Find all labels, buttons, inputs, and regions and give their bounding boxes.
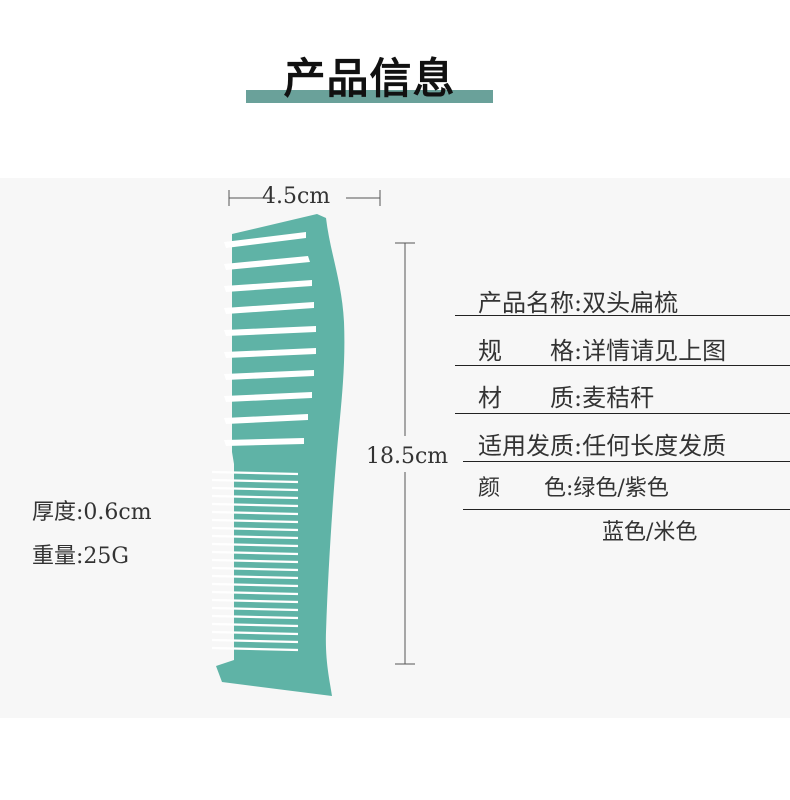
height-dimension-marker xyxy=(395,242,415,665)
thickness-label: 厚度:0.6cm xyxy=(32,500,152,525)
title-underline-bar xyxy=(246,90,493,103)
spec-label: 颜 色 xyxy=(478,476,567,501)
spec-row-color: 颜 色:绿色/紫色 xyxy=(478,470,669,502)
spec-divider xyxy=(455,315,790,316)
spec-divider xyxy=(455,413,790,414)
product-photo-area xyxy=(0,178,790,718)
spec-value: :任何长度发质 xyxy=(574,432,727,460)
spec-row-material: 材 质:麦秸秆 xyxy=(478,378,654,413)
spec-divider xyxy=(463,509,790,510)
spec-value: :双头扁梳 xyxy=(574,289,679,317)
spec-row-name: 产品名称:双头扁梳 xyxy=(478,283,678,318)
spec-value: :绿色/紫色 xyxy=(566,476,669,501)
comb-image xyxy=(212,214,345,696)
spec-row-hair: 适用发质:任何长度发质 xyxy=(478,426,726,461)
spec-label: 材 质 xyxy=(478,384,574,412)
spec-extra-colors: 蓝色/米色 xyxy=(602,520,698,545)
page-title: 产品信息 xyxy=(283,54,456,103)
height-label: 18.5cm xyxy=(366,444,449,469)
spec-label: 规 格 xyxy=(478,337,574,365)
width-dimension-marker xyxy=(228,190,381,206)
spec-value: :详情请见上图 xyxy=(574,337,727,365)
width-label: 4.5cm xyxy=(262,184,331,209)
spec-label: 产品名称 xyxy=(478,289,574,317)
weight-label: 重量:25G xyxy=(32,544,129,569)
spec-divider xyxy=(455,365,790,366)
spec-divider xyxy=(463,461,790,462)
spec-value: :麦秸秆 xyxy=(574,384,655,412)
spec-row-spec: 规 格:详情请见上图 xyxy=(478,331,726,366)
spec-label: 适用发质 xyxy=(478,432,574,460)
